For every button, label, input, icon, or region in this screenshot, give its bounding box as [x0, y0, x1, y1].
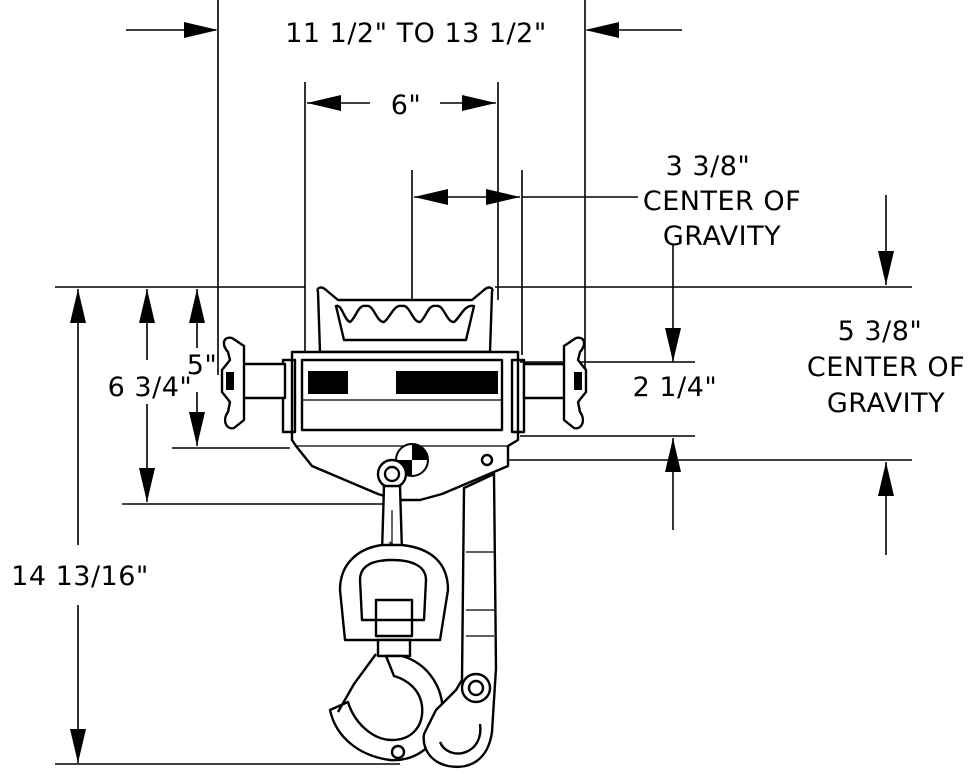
- cg-horizontal-value: 3 3/8": [666, 151, 751, 182]
- right-knob: [522, 336, 588, 430]
- label-block-left: [308, 371, 348, 394]
- dimension-labels: 11 1/2" TO 13 1/2" 6" 3 3/8" CENTER OF G…: [11, 18, 965, 592]
- body-depth-label: 2 1/4": [633, 372, 718, 403]
- body-width-label: 6": [391, 90, 422, 121]
- left-knob: [220, 336, 287, 430]
- carry-handle: [316, 286, 494, 354]
- hoist-body: *: [220, 286, 588, 769]
- overall-width-label: 11 1/2" TO 13 1/2": [285, 18, 547, 49]
- overall-height-label: 14 13/16": [11, 561, 149, 592]
- handle-height-label: 5": [187, 350, 218, 381]
- cg-vertical-line2: GRAVITY: [827, 388, 945, 419]
- body-height-label: 6 3/4": [108, 372, 193, 403]
- label-block-right: [396, 371, 498, 394]
- cg-horizontal-line2: GRAVITY: [663, 221, 781, 252]
- cg-horizontal-line1: CENTER OF: [643, 186, 801, 217]
- cg-vertical-line1: CENTER OF: [807, 352, 965, 383]
- cg-vertical-value: 5 3/8": [838, 316, 923, 347]
